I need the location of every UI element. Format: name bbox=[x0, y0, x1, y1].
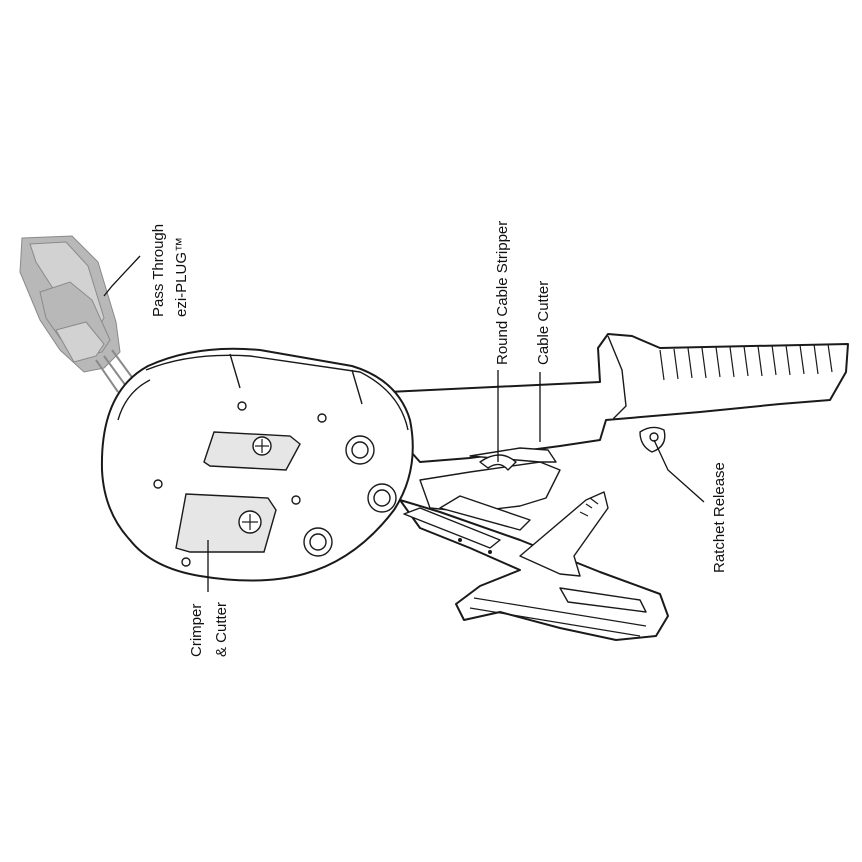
upper-handle bbox=[387, 333, 849, 463]
crimp-head bbox=[100, 347, 414, 582]
label-pass-through: Pass Through bbox=[150, 224, 167, 317]
label-cable-cutter: Cable Cutter bbox=[535, 281, 552, 365]
ezi-plug-connector bbox=[19, 235, 135, 393]
labels: Pass Through ezi-PLUG™ Round Cable Strip… bbox=[150, 221, 728, 657]
label-crimper: Crimper bbox=[188, 604, 205, 657]
mid-section bbox=[403, 447, 561, 554]
label-and-cutter: & Cutter bbox=[213, 602, 230, 657]
leader-pass-through bbox=[103, 255, 141, 297]
leader-ratchet-release bbox=[653, 439, 705, 503]
label-round-cable-stripper: Round Cable Stripper bbox=[494, 221, 511, 365]
leader-lines bbox=[103, 255, 705, 592]
label-ratchet-release: Ratchet Release bbox=[711, 462, 728, 573]
label-ezi-plug: ezi-PLUG™ bbox=[173, 237, 190, 317]
lower-handle bbox=[399, 491, 669, 641]
